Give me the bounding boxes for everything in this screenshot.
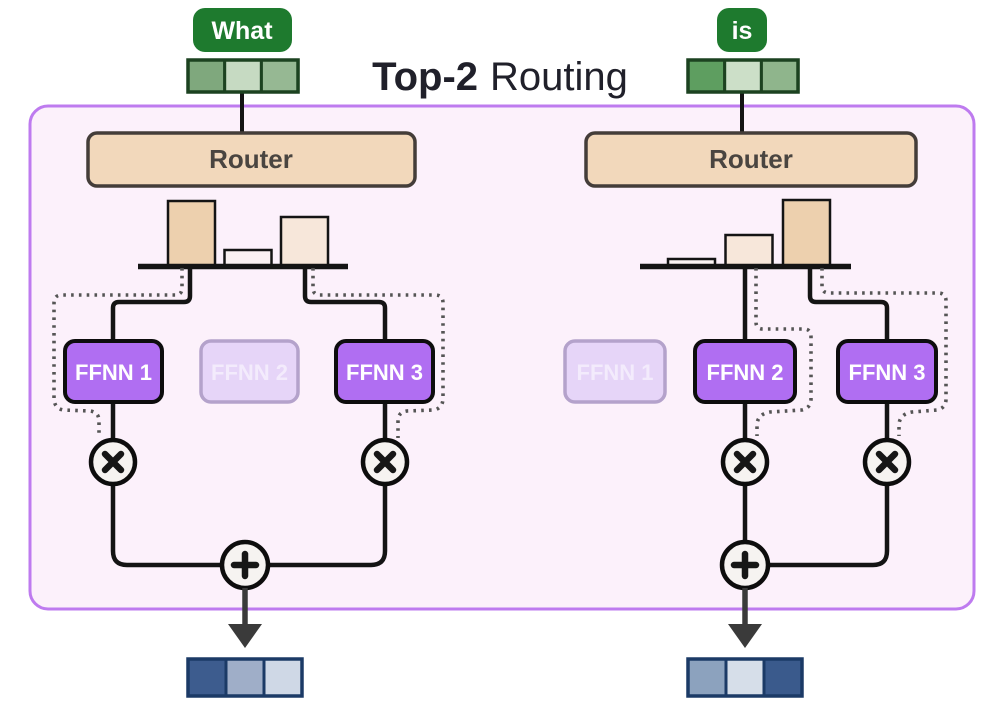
expert-ffnn3-right: FFNN 3	[836, 339, 938, 404]
embedding-cell	[186, 58, 227, 94]
router-box-left	[86, 131, 417, 188]
multiply-node	[720, 437, 770, 487]
token-label: What	[211, 17, 273, 45]
embedding-border	[686, 58, 800, 94]
arrow-down-icon	[228, 624, 262, 648]
probability-bar	[223, 248, 273, 268]
routing-dotted-path	[754, 268, 813, 436]
token-is: is	[686, 8, 800, 134]
add-node	[719, 539, 771, 591]
multiply-icon	[373, 450, 397, 474]
plus-icon	[730, 550, 760, 580]
arrow-down-icon	[728, 624, 762, 648]
embedding-border	[186, 657, 304, 698]
add-node	[219, 539, 271, 591]
token-embedding	[186, 58, 300, 94]
embedding-cell	[762, 657, 804, 698]
output-embedding-left	[186, 657, 304, 698]
expert-label: FFNN 3	[346, 360, 423, 385]
output-arrow-left	[228, 588, 262, 648]
embedding-cell	[724, 657, 766, 698]
router-probability-chart-left	[166, 199, 330, 268]
connector-line	[807, 266, 890, 440]
probability-bar	[781, 198, 832, 268]
expert-box	[199, 339, 300, 404]
connector-line	[110, 266, 193, 440]
expert-box	[563, 339, 667, 404]
title-regular-part: Routing	[490, 55, 628, 99]
multiply-icon	[875, 450, 899, 474]
multiply-icon	[101, 450, 125, 474]
expert-label: FFNN 1	[577, 360, 654, 385]
embedding-cell	[759, 58, 800, 94]
token-label-box	[717, 8, 767, 52]
embedding-cell	[686, 58, 727, 94]
embedding-cell	[224, 657, 266, 698]
embedding-cell	[186, 657, 228, 698]
embedding-cell	[723, 58, 763, 94]
expert-ffnn1-left: FFNN 1	[63, 339, 164, 404]
token-label: is	[732, 17, 753, 45]
routing-dotted-path	[820, 268, 948, 436]
expert-label: FFNN 2	[707, 360, 784, 385]
multiply-node	[360, 437, 410, 487]
multiply-node	[862, 437, 912, 487]
router-label: Router	[709, 144, 793, 174]
router-label: Router	[209, 144, 293, 174]
router-box-right	[584, 131, 918, 188]
token-label-box	[193, 8, 292, 52]
expert-label: FFNN 2	[211, 360, 288, 385]
expert-ffnn1-right: FFNN 1	[563, 339, 667, 404]
title-bold-part: Top-2	[372, 55, 478, 99]
expert-ffnn2-left: FFNN 2	[199, 339, 300, 404]
embedding-cell	[262, 657, 304, 698]
embedding-cell	[259, 58, 300, 94]
embedding-border	[186, 58, 300, 94]
expert-label: FFNN 3	[849, 360, 926, 385]
expert-box	[334, 339, 435, 404]
probability-bar	[279, 215, 330, 268]
expert-label: FFNN 1	[75, 360, 152, 385]
probability-bar	[166, 199, 217, 268]
expert-ffnn3-left: FFNN 3	[334, 339, 435, 404]
expert-box	[63, 339, 164, 404]
multiply-icon	[733, 450, 757, 474]
output-arrow-right	[728, 588, 762, 648]
plus-icon	[230, 550, 260, 580]
token-what: What	[186, 8, 300, 134]
routing-dotted-path	[52, 268, 184, 438]
output-embedding-right	[686, 657, 804, 698]
multiply-node	[88, 437, 138, 487]
embedding-cell	[223, 58, 263, 94]
embedding-border	[686, 657, 804, 698]
embedding-cell	[686, 657, 728, 698]
token-embedding	[686, 58, 800, 94]
page-title: Top-2 Routing	[372, 55, 628, 99]
connector-line	[302, 266, 388, 440]
router-probability-chart-right	[666, 198, 832, 268]
probability-bar	[724, 233, 774, 268]
expert-box	[693, 339, 797, 404]
connector-line	[745, 484, 890, 568]
expert-ffnn2-right: FFNN 2	[693, 339, 797, 404]
expert-box	[836, 339, 938, 404]
